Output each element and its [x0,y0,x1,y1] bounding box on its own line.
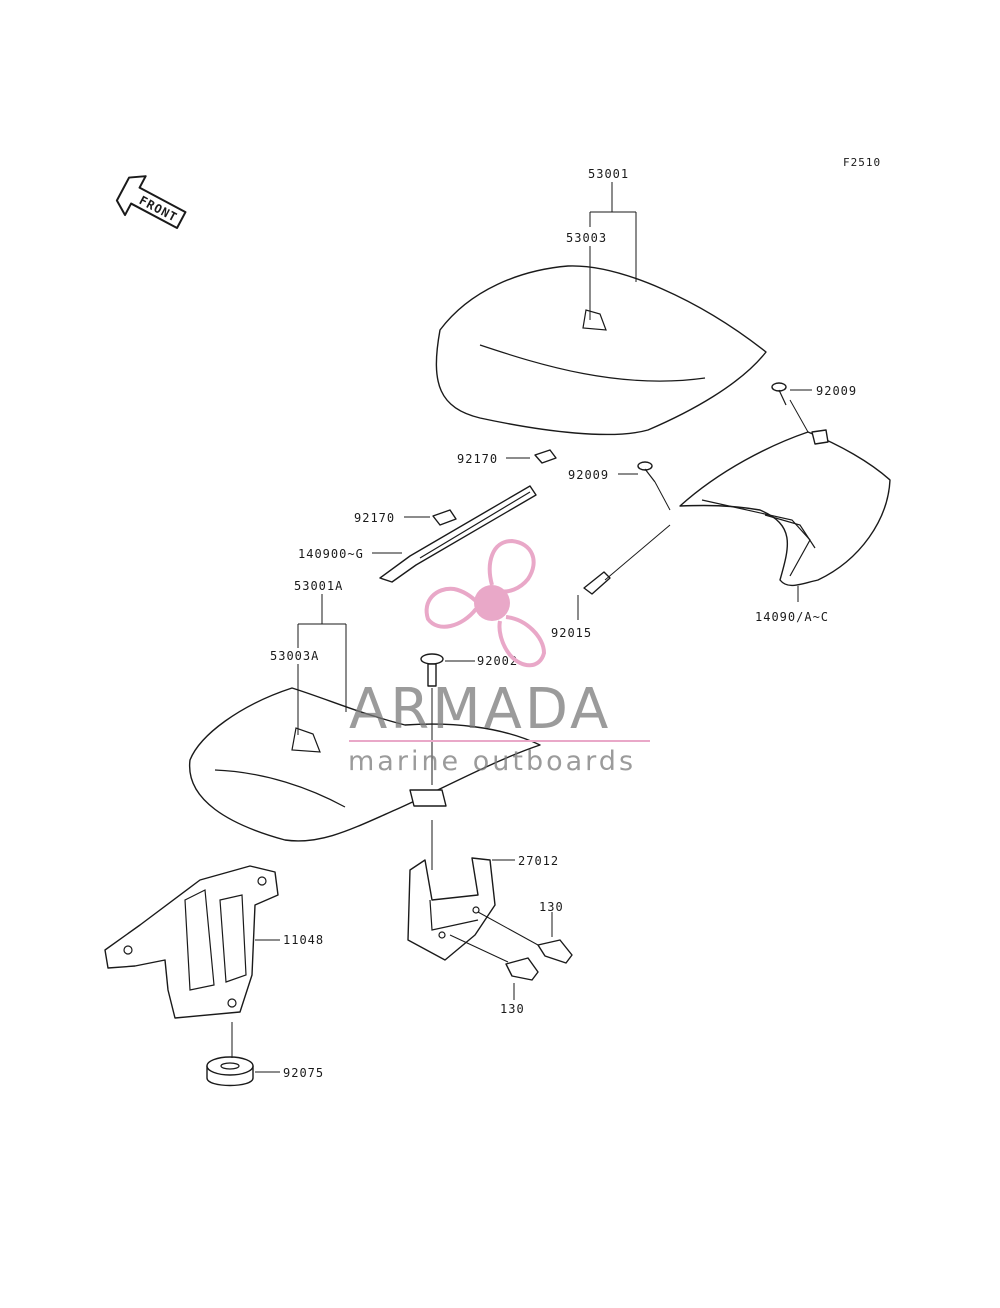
bracket-140900 [379,485,537,583]
propeller-logo-icon [424,538,547,668]
callout-140900: 140900~G [298,547,364,561]
screw-92009-b [637,461,656,483]
front-seat-53001A [189,687,541,842]
bracket-11048 [104,865,279,1019]
callout-92170-b: 92170 [354,511,395,525]
seat-cowl-14090 [679,429,891,587]
bolt-130-a [537,939,573,964]
callout-92170-a: 92170 [457,452,498,466]
bolt-92002 [420,653,444,687]
front-arrow-icon: FRONT [115,175,187,229]
watermark: ARMADA marine outboards [348,538,650,777]
callout-92002: 92002 [477,654,518,668]
leader-lines [231,182,812,1073]
callout-92015: 92015 [551,626,592,640]
callout-92009-b: 92009 [568,468,609,482]
callout-53001: 53001 [588,167,629,181]
callout-92009-a: 92009 [816,384,857,398]
callout-53003: 53003 [566,231,607,245]
bolt-130-b [505,957,539,981]
rear-seat-53001 [435,265,767,436]
callout-53001A: 53001A [294,579,343,593]
callout-14090: 14090/A~C [755,610,829,624]
callout-11048: 11048 [283,933,324,947]
damper-92075 [206,1056,254,1087]
screw-92009-a [771,382,787,406]
clip-92170-b [432,509,457,526]
clip-92170-a [534,449,557,464]
bracket-27012 [407,857,496,961]
callout-130-a: 130 [539,900,564,914]
callout-53003A: 53003A [270,649,319,663]
callout-130-b: 130 [500,1002,525,1016]
figure-code: F2510 [843,156,881,169]
callout-27012: 27012 [518,854,559,868]
watermark-brand: ARMADA [349,677,611,742]
callout-92075: 92075 [283,1066,324,1080]
watermark-tagline: marine outboards [348,746,636,777]
latch-92015 [583,571,611,595]
callout-labels: 53001 53003 92009 92009 92170 92170 1409… [270,167,857,1080]
